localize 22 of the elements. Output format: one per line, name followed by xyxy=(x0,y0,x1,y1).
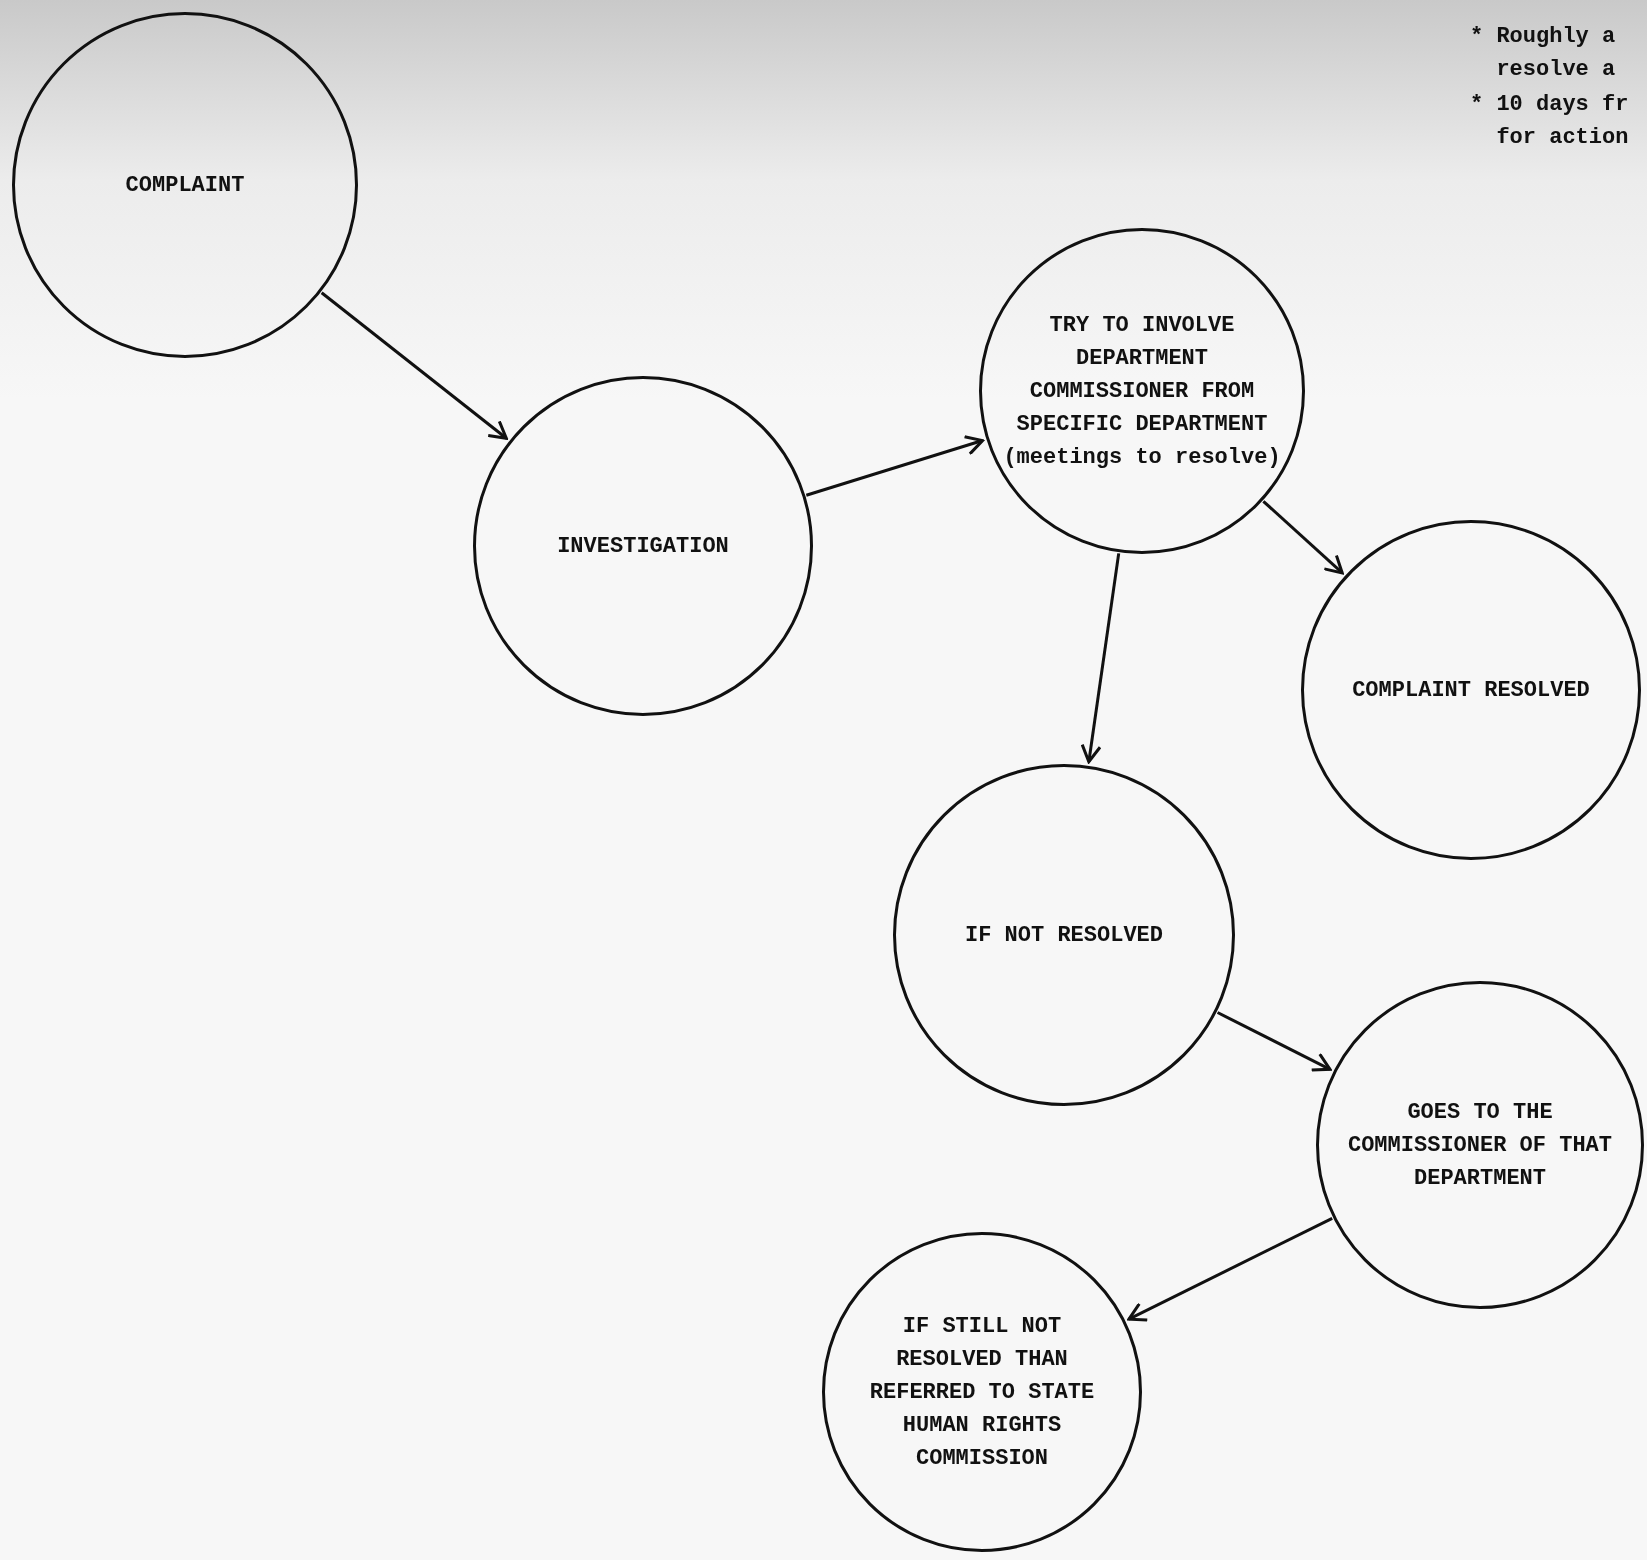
arrow xyxy=(1080,553,1121,764)
node-label: IF STILL NOT RESOLVED THAN REFERRED TO STATE HUMAN RIGHTS COMMISSION xyxy=(868,1312,1096,1473)
arrow xyxy=(1127,1216,1333,1322)
arrow xyxy=(320,291,508,440)
arrow xyxy=(1216,1011,1332,1072)
node-label: COMPLAINT RESOLVED xyxy=(1351,676,1591,705)
process-circle xyxy=(1316,981,1644,1309)
process-circle xyxy=(893,764,1235,1106)
node-label: COMPLAINT xyxy=(124,171,246,200)
node-label: INVESTIGATION xyxy=(556,532,730,561)
process-circle xyxy=(1301,520,1641,860)
note-text: * Roughly a resolve a xyxy=(1470,23,1617,84)
arrow xyxy=(805,435,984,497)
arrow xyxy=(1262,500,1344,575)
process-circle xyxy=(822,1232,1142,1552)
node-label: TRY TO INVOLVE DEPARTMENT COMMISSIONER FROM SPECIFIC DEPARTMENT (meetings to resolve) xyxy=(1002,311,1282,472)
process-circle xyxy=(12,12,358,358)
note-text: * 10 days fr for action xyxy=(1470,91,1630,152)
node-label: IF NOT RESOLVED xyxy=(963,921,1164,950)
process-circle xyxy=(473,376,813,716)
process-circle xyxy=(979,228,1305,554)
node-label: GOES TO THE COMMISSIONER OF THAT DEPARTMENT xyxy=(1346,1098,1613,1193)
